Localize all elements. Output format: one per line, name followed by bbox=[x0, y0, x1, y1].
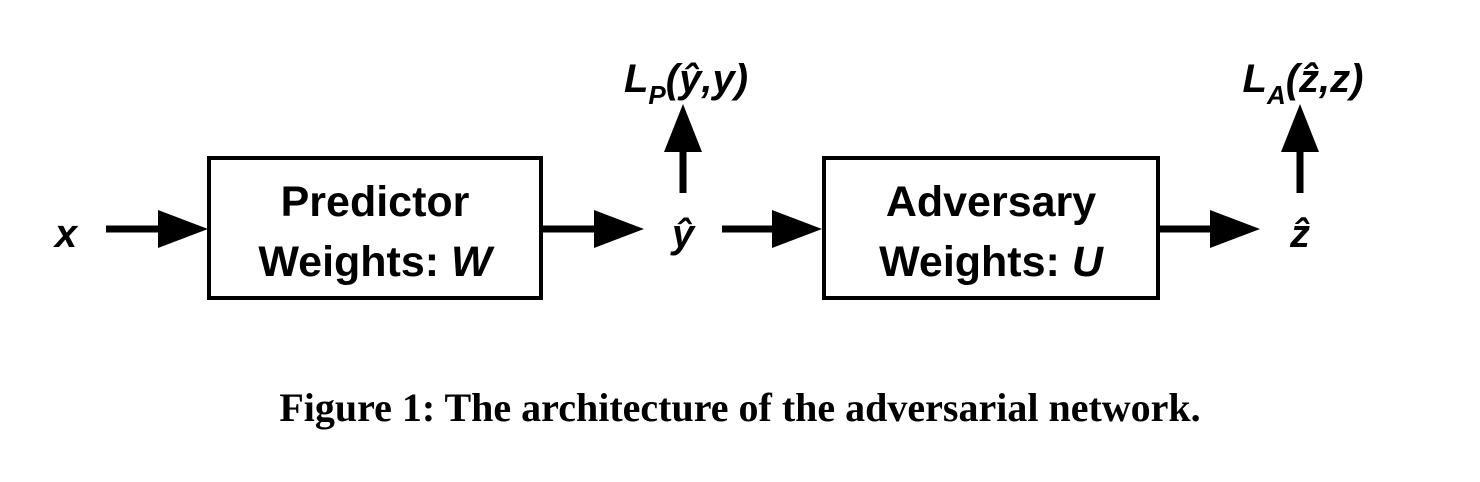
predictor-loss-label: LP(ŷ,y) bbox=[624, 57, 748, 110]
predictor-box bbox=[207, 156, 543, 300]
input-x-label: x bbox=[53, 212, 79, 256]
adversary-weights: Weights: U bbox=[879, 238, 1104, 286]
predictor-block: Predictor Weights: W bbox=[207, 156, 543, 300]
predictor-weight-symbol: W bbox=[451, 238, 495, 286]
figure-caption: Figure 1: The architecture of the advers… bbox=[279, 385, 1201, 430]
predictor-weights: Weights: W bbox=[258, 238, 495, 286]
arrow-prediction-to-loss bbox=[664, 104, 702, 193]
adversary-output-z-hat-label: ẑ bbox=[1289, 212, 1310, 256]
arrow-predictor-to-prediction bbox=[543, 210, 644, 248]
arrow-adversary-to-output bbox=[1160, 210, 1260, 248]
prediction-y-hat-label: ŷ bbox=[670, 212, 696, 256]
adversary-loss-label: LA(ẑ,z) bbox=[1243, 57, 1364, 110]
arrow-input-to-predictor bbox=[106, 210, 208, 248]
arrow-prediction-to-adversary bbox=[722, 210, 822, 248]
architecture-diagram: x Predictor Weights: W ŷ LP(ŷ,y) Adversa… bbox=[53, 57, 1364, 300]
adversary-title: Adversary bbox=[886, 178, 1096, 226]
adversary-block: Adversary Weights: U bbox=[822, 156, 1160, 300]
predictor-title: Predictor bbox=[281, 178, 470, 226]
adversary-weight-symbol: U bbox=[1072, 238, 1104, 286]
arrow-output-to-loss bbox=[1281, 104, 1319, 193]
adversary-box bbox=[822, 156, 1160, 300]
